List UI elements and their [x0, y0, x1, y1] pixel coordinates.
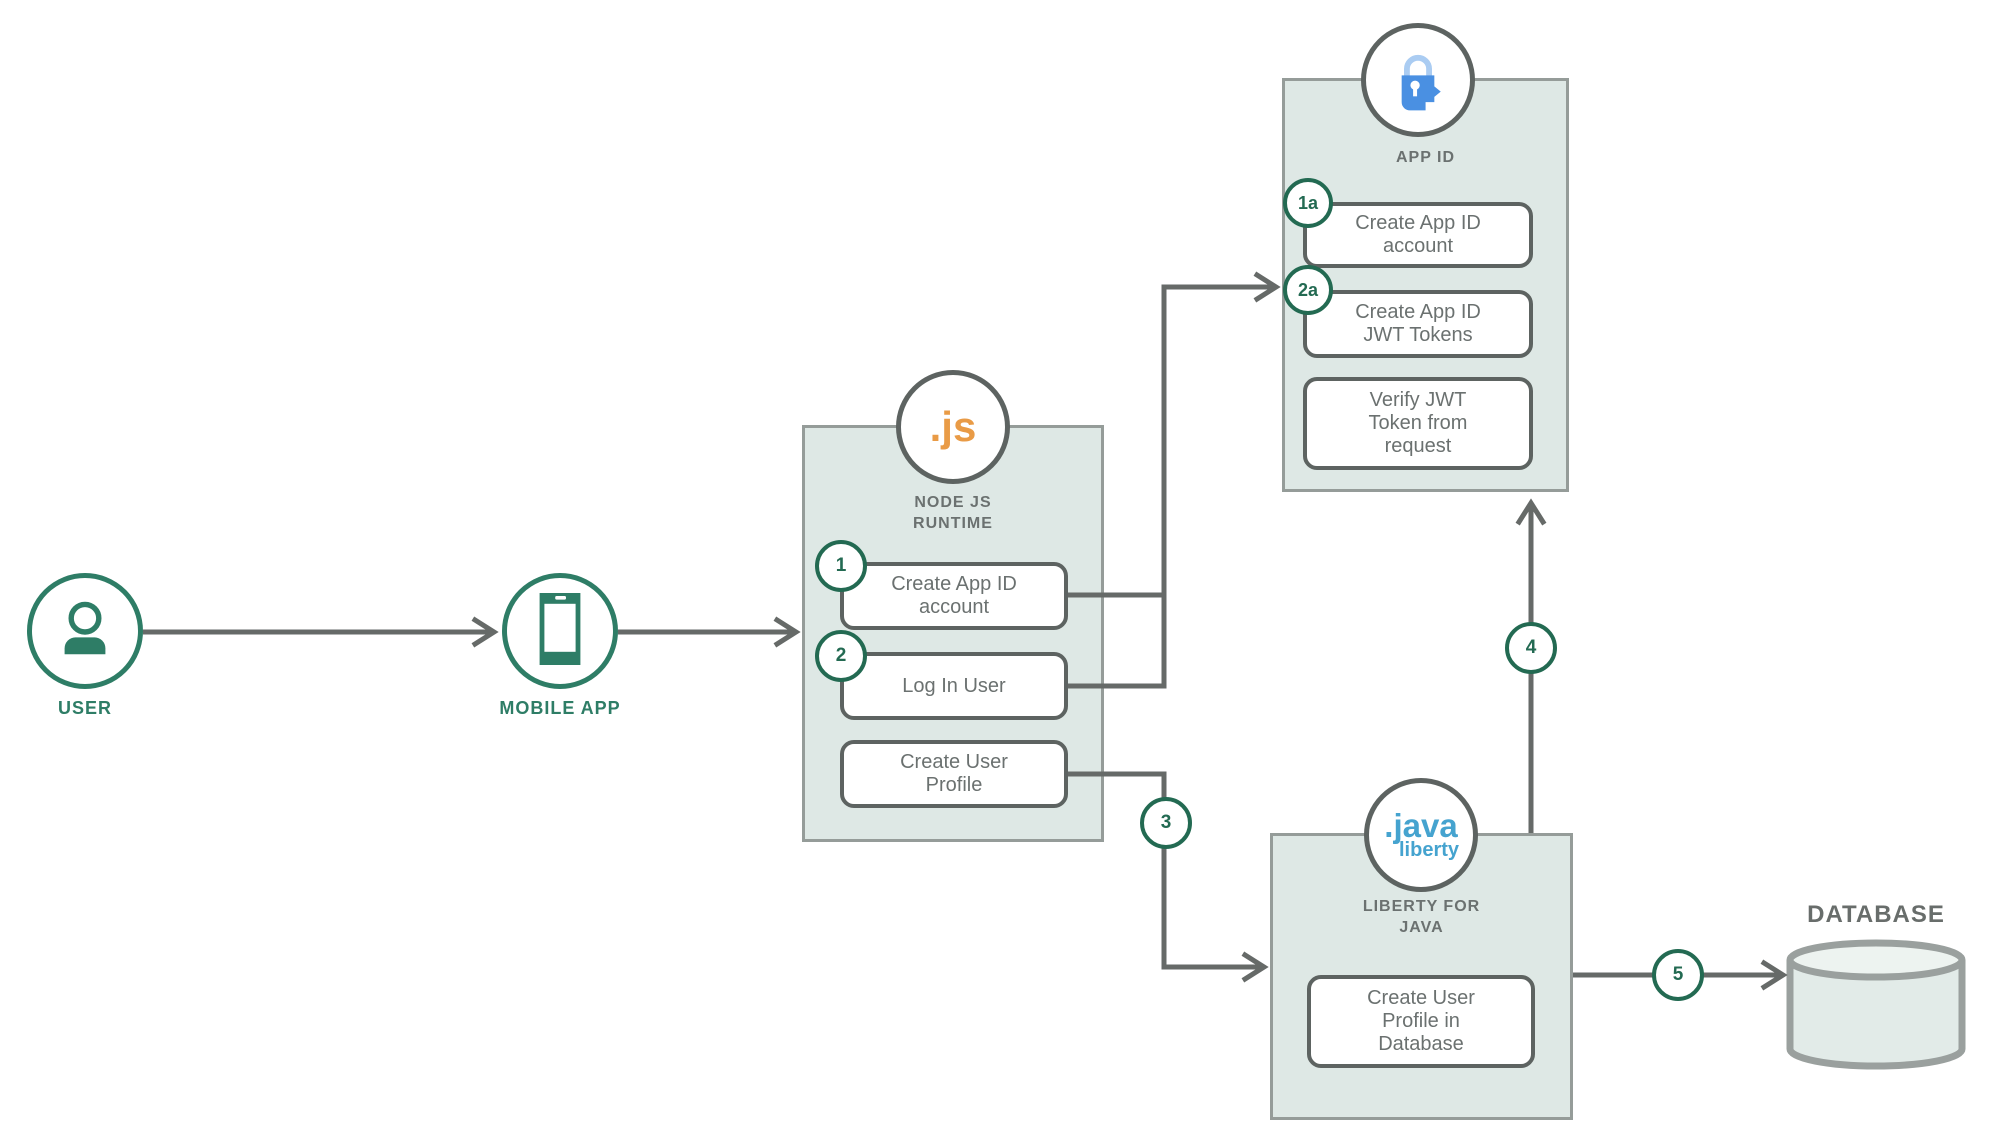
liberty-for-java-label: LIBERTY FOR JAVA — [1362, 898, 1481, 936]
badge-step-3: 3 — [1140, 797, 1192, 849]
badge-step-5: 5 — [1652, 949, 1704, 1001]
liberty-logo-text: liberty — [1398, 839, 1460, 861]
mobile-app-label: MOBILE APP — [499, 698, 621, 718]
badge-step-1: 1 — [815, 540, 867, 592]
java-liberty-logo-icon: .java liberty — [1364, 778, 1478, 892]
database-label: DATABASE — [1807, 901, 1945, 928]
user-icon — [49, 593, 121, 670]
badge-step-4: 4 — [1505, 622, 1557, 674]
step-box-create-appid-account: Create App ID account — [840, 562, 1068, 630]
mobile-phone-icon — [524, 590, 596, 670]
badge-step-2a: 2a — [1283, 265, 1333, 315]
js-logo-text: .js — [929, 403, 977, 450]
step-box-appid-create-account: Create App ID account — [1303, 202, 1533, 268]
nodejs-logo-icon: .js — [896, 370, 1010, 484]
step-box-verify-jwt: Verify JWT Token from request — [1303, 377, 1533, 470]
step-box-create-user-profile: Create User Profile — [840, 740, 1068, 808]
app-id-lock-icon — [1361, 23, 1475, 137]
app-id-label: APP ID — [1395, 149, 1456, 166]
step-box-login-user: Log In User — [840, 652, 1068, 720]
user-node — [27, 573, 143, 689]
badge-step-1a: 1a — [1283, 178, 1333, 228]
database-cylinder-icon — [1785, 936, 1967, 1081]
badge-step-2: 2 — [815, 630, 867, 682]
node-js-runtime-label: NODE JS RUNTIME — [913, 494, 993, 532]
java-logo-text: .java — [1384, 807, 1458, 844]
mobile-app-node — [502, 573, 618, 689]
step-box-create-profile-db: Create User Profile in Database — [1307, 975, 1535, 1068]
user-label: USER — [57, 698, 112, 718]
step-box-appid-jwt-tokens: Create App ID JWT Tokens — [1303, 290, 1533, 358]
